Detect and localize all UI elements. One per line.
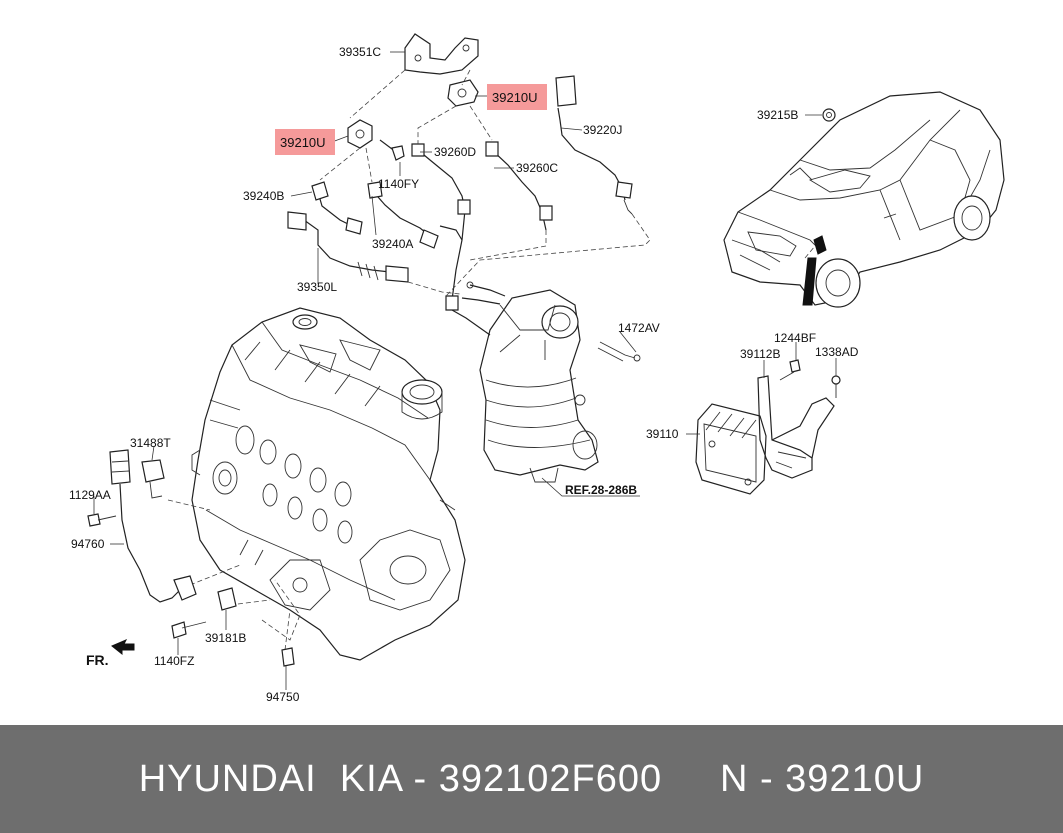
label-1140FY: 1140FY	[378, 177, 419, 191]
parts-diagram: 39351C 39210U 39220J 39210U 39260D 39260…	[69, 33, 1005, 704]
ecu-module	[695, 359, 841, 495]
vehicle-illustration	[723, 91, 1005, 308]
label-94750: 94750	[266, 690, 300, 704]
label-39210U-left: 39210U	[280, 135, 326, 150]
footer-part-number-text: HYUNDAI KIA - 392102F600 N - 39210U	[138, 757, 925, 800]
dashed-leaders	[167, 69, 821, 651]
label-39210U-top: 39210U	[492, 90, 538, 105]
label-94760: 94760	[71, 537, 105, 551]
highlight-box-left	[275, 129, 335, 155]
catalytic-converter	[479, 289, 641, 483]
label-1129AA: 1129AA	[69, 488, 111, 502]
label-39215B: 39215B	[757, 108, 798, 122]
label-39110: 39110	[646, 427, 679, 441]
label-leaders	[93, 51, 837, 690]
label-1140FZ: 1140FZ	[154, 654, 194, 668]
label-39240A: 39240A	[372, 237, 413, 251]
knock-sensors	[87, 449, 295, 667]
label-39112B: 39112B	[740, 347, 780, 361]
label-39240B: 39240B	[243, 189, 284, 203]
sensor-harnesses	[287, 33, 633, 336]
label-31488T: 31488T	[130, 436, 171, 450]
label-39260D: 39260D	[434, 145, 476, 159]
highlight-box-top	[487, 84, 547, 110]
label-39260C: 39260C	[516, 161, 558, 175]
label-39350L: 39350L	[297, 280, 337, 294]
part-number-footer: HYUNDAI KIA - 392102F600 N - 39210U	[0, 725, 1063, 833]
label-ref-28-286B: REF.28-286B	[565, 483, 637, 497]
label-39351C: 39351C	[339, 45, 381, 59]
front-direction-arrow	[111, 639, 135, 656]
label-1472AV: 1472AV	[618, 321, 660, 335]
label-1338AD: 1338AD	[815, 345, 859, 359]
label-1244BF: 1244BF	[774, 331, 816, 345]
label-39220J: 39220J	[583, 123, 622, 137]
engine-block	[191, 307, 466, 661]
label-39181B: 39181B	[205, 631, 246, 645]
label-fr: FR.	[86, 652, 109, 668]
